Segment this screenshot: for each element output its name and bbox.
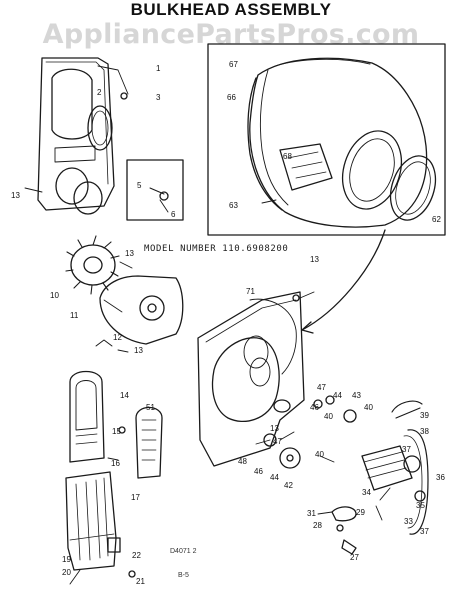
callout-63: 63 <box>229 201 238 210</box>
drum-baffle <box>279 143 333 191</box>
front-bulkhead-panel <box>37 57 115 211</box>
bulkhead-gasket <box>87 105 113 151</box>
callout-44: 44 <box>333 391 342 400</box>
callout-31: 31 <box>307 509 316 518</box>
callout-13: 13 <box>11 191 20 200</box>
callout-27: 27 <box>350 553 359 562</box>
drum-inset-frame <box>207 43 446 236</box>
callout-17: 17 <box>131 493 140 502</box>
drum-rear-rim <box>247 77 283 211</box>
callout-42: 42 <box>284 481 293 490</box>
page-code: B-5 <box>178 572 189 579</box>
callout-35: 35 <box>416 501 425 510</box>
callout-37: 37 <box>420 527 429 536</box>
bulkhead-door-opening <box>51 68 93 140</box>
drum-roller-left <box>263 433 277 447</box>
callout-46: 46 <box>254 467 263 476</box>
lint-filter <box>135 406 163 479</box>
bulkhead-lower-seal <box>73 181 103 215</box>
lint-duct <box>69 370 105 463</box>
callout-46: 46 <box>310 403 319 412</box>
model-number: MODEL NUMBER 110.6908200 <box>144 244 289 254</box>
callout-6: 6 <box>171 210 176 219</box>
callout-28: 28 <box>313 521 322 530</box>
callout-39: 39 <box>420 411 429 420</box>
callout-47: 47 <box>273 437 282 446</box>
callout-5: 5 <box>137 181 142 190</box>
callout-68: 68 <box>283 152 292 161</box>
callout-10: 10 <box>50 291 59 300</box>
diagram-stamp: D4071 2 <box>170 548 197 555</box>
callout-2: 2 <box>97 88 102 97</box>
clip-12 <box>95 339 113 347</box>
drum-seal-ring <box>389 155 437 221</box>
callout-40: 40 <box>364 403 373 412</box>
callout-67: 67 <box>229 60 238 69</box>
assembly-arrow <box>301 229 386 331</box>
switch-bracket <box>331 506 357 522</box>
callout-48: 48 <box>238 457 247 466</box>
callout-21: 21 <box>136 577 145 586</box>
callout-13: 13 <box>310 255 319 264</box>
callout-37: 37 <box>402 445 411 454</box>
callout-15: 15 <box>112 427 121 436</box>
idler-mount <box>273 399 291 413</box>
callout-34: 34 <box>362 488 371 497</box>
callout-3: 3 <box>156 93 161 102</box>
drum-body <box>249 57 428 228</box>
callout-43: 43 <box>352 391 361 400</box>
rear-bulkhead-opening <box>211 337 280 422</box>
callout-20: 20 <box>62 568 71 577</box>
callout-38: 38 <box>420 427 429 436</box>
callout-14: 14 <box>120 391 129 400</box>
callout-29: 29 <box>356 508 365 517</box>
callout-71: 71 <box>246 287 255 296</box>
callout-47: 47 <box>317 383 326 392</box>
callout-1: 1 <box>156 64 161 73</box>
callout-12: 12 <box>113 333 122 342</box>
callout-13: 13 <box>125 249 134 258</box>
callout-19: 19 <box>62 555 71 564</box>
callout-62: 62 <box>432 215 441 224</box>
callout-51: 51 <box>146 403 155 412</box>
idler-arm <box>391 400 423 419</box>
blower-housing <box>99 275 184 345</box>
duct-clip <box>107 537 121 553</box>
callout-66: 66 <box>227 93 236 102</box>
callout-13: 13 <box>134 346 143 355</box>
watermark: AppliancePartsPros.com <box>42 19 420 50</box>
bulkhead-lower-opening <box>55 167 89 205</box>
duct-bottom-assembly <box>65 471 117 571</box>
callout-44: 44 <box>270 473 279 482</box>
callout-36: 36 <box>436 473 445 482</box>
callout-16: 16 <box>111 459 120 468</box>
callout-13: 13 <box>270 424 279 433</box>
page-title: BULKHEAD ASSEMBLY <box>130 0 332 19</box>
screw-inset-frame <box>126 159 184 221</box>
drive-belt <box>407 429 429 535</box>
callout-11: 11 <box>70 311 79 320</box>
motor-pulley <box>414 490 426 502</box>
callout-40: 40 <box>315 450 324 459</box>
callout-40: 40 <box>324 412 333 421</box>
rear-bulkhead-panel <box>197 291 305 467</box>
drum-front-opening <box>341 130 403 210</box>
blower-wheel <box>65 235 120 295</box>
drum-roller-center <box>279 447 301 469</box>
callout-33: 33 <box>404 517 413 526</box>
drum-roller-right <box>343 409 357 423</box>
motor <box>361 445 413 491</box>
callout-22: 22 <box>132 551 141 560</box>
